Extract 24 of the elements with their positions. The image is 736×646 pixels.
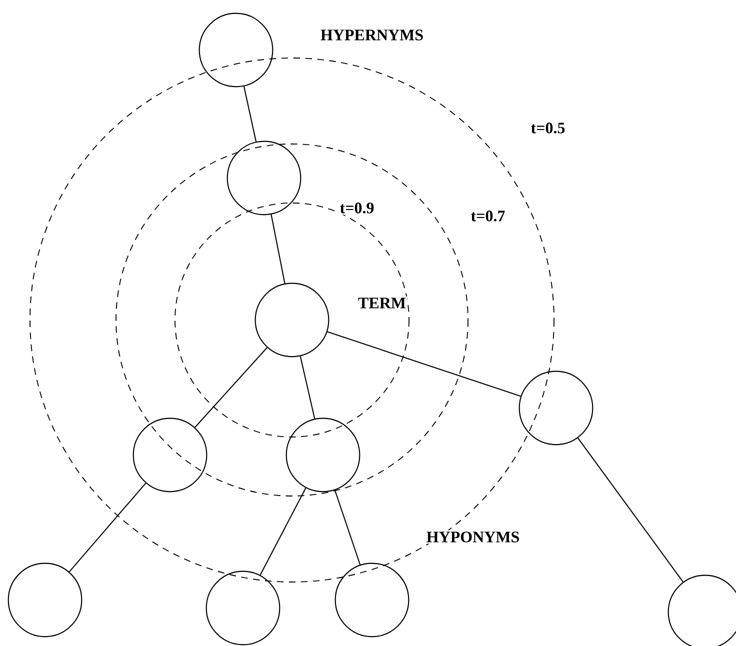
term-circle bbox=[518, 370, 594, 446]
term-circle bbox=[254, 282, 330, 358]
ring-label: HYPERNYMS bbox=[319, 28, 425, 42]
connector-line bbox=[260, 488, 306, 576]
term-circle bbox=[334, 562, 410, 638]
connector-line bbox=[578, 438, 684, 582]
connector-line bbox=[243, 86, 257, 142]
ring-label: t=0.9 bbox=[338, 201, 376, 215]
term-circle bbox=[226, 140, 302, 216]
term-circle bbox=[8, 562, 82, 638]
ring-label: t=0.5 bbox=[529, 121, 567, 135]
connector-line bbox=[194, 347, 268, 428]
ring-label: t=0.7 bbox=[469, 209, 507, 223]
term-circle bbox=[206, 570, 280, 646]
node-label: TERM bbox=[356, 296, 408, 310]
term-circle bbox=[198, 12, 274, 88]
connector-line bbox=[300, 356, 316, 419]
ring-label: HYPONYMS bbox=[425, 530, 521, 544]
connector-line bbox=[270, 214, 286, 284]
connector-line bbox=[327, 331, 521, 397]
term-circle bbox=[132, 418, 208, 492]
term-circle bbox=[286, 418, 360, 492]
connector-line bbox=[68, 482, 146, 572]
connector-line bbox=[334, 490, 361, 565]
